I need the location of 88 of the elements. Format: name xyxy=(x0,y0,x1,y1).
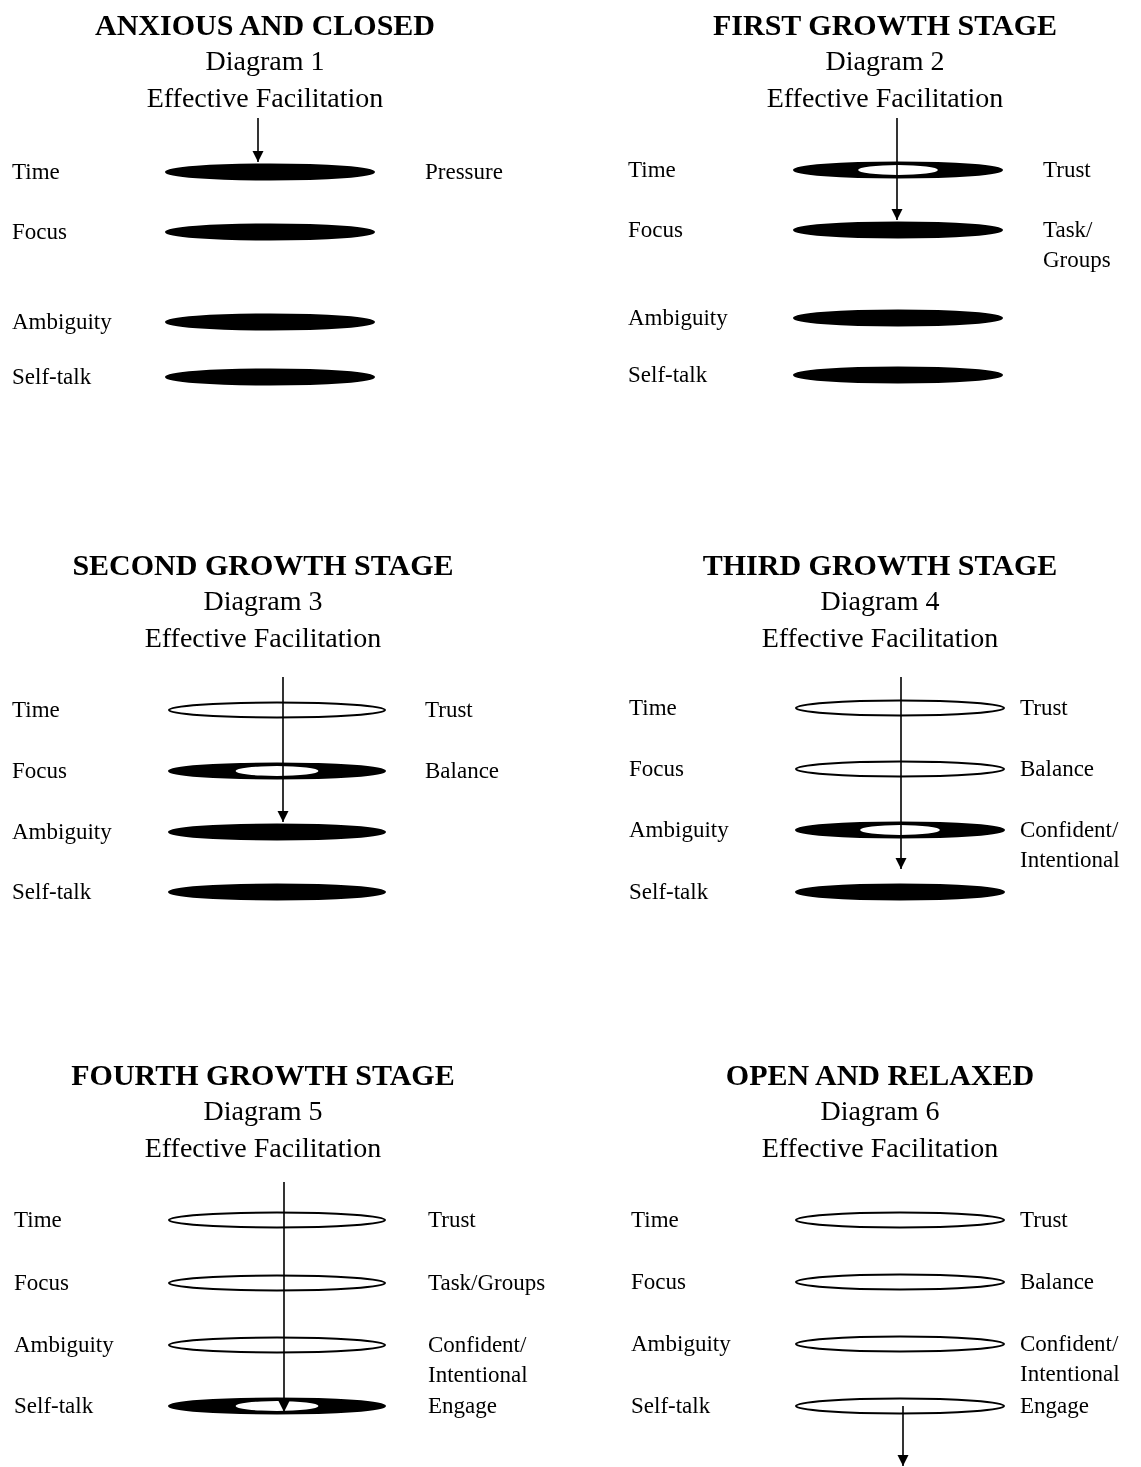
stage-heading: ANXIOUS AND CLOSED xyxy=(94,10,436,40)
row-label: Ambiguity xyxy=(629,816,729,844)
row-label: Focus xyxy=(12,757,67,785)
diagram-subtitle: Effective Facilitation xyxy=(761,1134,999,1162)
effect-label: Confident/ Intentional xyxy=(428,1331,528,1389)
stage-heading: FIRST GROWTH STAGE xyxy=(713,10,1057,40)
outline-ellipse xyxy=(795,1397,1005,1415)
arrow xyxy=(252,117,264,163)
diagram-subtitle: Effective Facilitation xyxy=(144,624,382,652)
effect-label: Task/Groups xyxy=(428,1269,546,1297)
outline-ellipse xyxy=(795,1273,1005,1291)
ring-ellipse xyxy=(795,821,1005,839)
row-label: Self-talk xyxy=(629,878,709,906)
solid-ellipse xyxy=(165,163,375,181)
effect-label: Confident/ Intentional xyxy=(1020,816,1120,874)
outline-ellipse xyxy=(795,1211,1005,1229)
row-label: Focus xyxy=(12,218,67,246)
row-label: Time xyxy=(12,158,60,186)
diagram-number: Diagram 1 xyxy=(205,47,325,75)
outline-ellipse xyxy=(168,1336,386,1354)
row-label: Ambiguity xyxy=(12,818,112,846)
outline-ellipse xyxy=(795,1335,1005,1353)
effect-label: Confident/ Intentional xyxy=(1020,1330,1120,1388)
row-label: Ambiguity xyxy=(631,1330,731,1358)
arrow xyxy=(897,1405,909,1467)
solid-ellipse xyxy=(793,221,1003,239)
row-label: Self-talk xyxy=(14,1392,94,1420)
stage-heading: THIRD GROWTH STAGE xyxy=(702,550,1058,580)
solid-ellipse xyxy=(165,223,375,241)
row-label: Time xyxy=(12,696,60,724)
row-label: Time xyxy=(629,694,677,722)
arrow xyxy=(895,676,907,870)
diagram-number: Diagram 6 xyxy=(820,1097,940,1125)
solid-ellipse xyxy=(793,309,1003,327)
effect-label: Trust xyxy=(428,1206,476,1234)
stage-heading: FOURTH GROWTH STAGE xyxy=(71,1060,455,1090)
solid-ellipse xyxy=(165,368,375,386)
stage-heading: OPEN AND RELAXED xyxy=(725,1060,1035,1090)
effect-label: Task/ Groups xyxy=(1043,216,1111,274)
row-label: Focus xyxy=(631,1268,686,1296)
outline-ellipse xyxy=(168,701,386,719)
row-label: Time xyxy=(631,1206,679,1234)
diagram-number: Diagram 5 xyxy=(203,1097,323,1125)
effect-label: Pressure xyxy=(425,158,503,186)
ring-ellipse xyxy=(168,762,386,780)
outline-ellipse xyxy=(168,1211,386,1229)
diagram-number: Diagram 4 xyxy=(820,587,940,615)
row-label: Time xyxy=(14,1206,62,1234)
row-label: Ambiguity xyxy=(628,304,728,332)
solid-ellipse xyxy=(795,883,1005,901)
diagram-subtitle: Effective Facilitation xyxy=(761,624,999,652)
effect-label: Balance xyxy=(1020,755,1095,783)
row-label: Self-talk xyxy=(12,363,92,391)
row-label: Self-talk xyxy=(631,1392,711,1420)
row-label: Self-talk xyxy=(628,361,708,389)
ring-ellipse xyxy=(168,1397,386,1415)
diagram-subtitle: Effective Facilitation xyxy=(144,1134,382,1162)
arrow xyxy=(891,117,903,221)
diagram-subtitle: Effective Facilitation xyxy=(766,84,1004,112)
diagram-number: Diagram 3 xyxy=(203,587,323,615)
stage-heading: SECOND GROWTH STAGE xyxy=(72,550,454,580)
effect-label: Engage xyxy=(428,1392,497,1420)
row-label: Focus xyxy=(628,216,683,244)
ring-ellipse xyxy=(793,161,1003,179)
diagram-number: Diagram 2 xyxy=(825,47,945,75)
effect-label: Balance xyxy=(425,757,500,785)
effect-label: Trust xyxy=(1043,156,1091,184)
row-label: Time xyxy=(628,156,676,184)
outline-ellipse xyxy=(795,760,1005,778)
arrow xyxy=(277,676,289,823)
diagram-subtitle: Effective Facilitation xyxy=(146,84,384,112)
effect-label: Trust xyxy=(1020,1206,1068,1234)
outline-ellipse xyxy=(795,699,1005,717)
effect-label: Balance xyxy=(1020,1268,1095,1296)
effect-label: Trust xyxy=(425,696,473,724)
solid-ellipse xyxy=(168,823,386,841)
arrow xyxy=(278,1181,290,1413)
row-label: Self-talk xyxy=(12,878,92,906)
row-label: Focus xyxy=(14,1269,69,1297)
solid-ellipse xyxy=(168,883,386,901)
solid-ellipse xyxy=(165,313,375,331)
outline-ellipse xyxy=(168,1274,386,1292)
row-label: Ambiguity xyxy=(14,1331,114,1359)
effect-label: Trust xyxy=(1020,694,1068,722)
row-label: Focus xyxy=(629,755,684,783)
solid-ellipse xyxy=(793,366,1003,384)
effect-label: Engage xyxy=(1020,1392,1089,1420)
row-label: Ambiguity xyxy=(12,308,112,336)
